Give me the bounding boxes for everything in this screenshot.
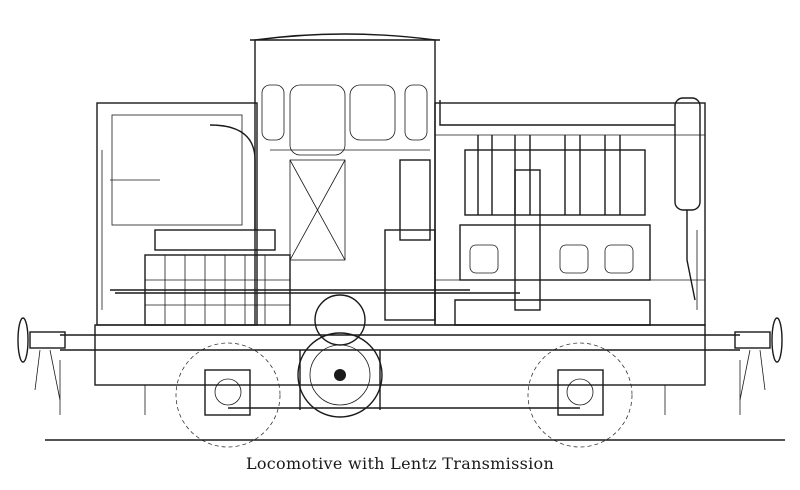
figure-caption: Locomotive with Lentz Transmission bbox=[245, 454, 555, 473]
body-outline bbox=[96, 102, 706, 326]
buffer-rear bbox=[734, 317, 783, 401]
wheel-rear bbox=[527, 342, 633, 448]
transmission bbox=[115, 292, 520, 418]
buffer-front bbox=[17, 317, 66, 401]
cab bbox=[250, 33, 440, 325]
exhaust-pipe bbox=[439, 97, 701, 301]
chassis bbox=[59, 324, 741, 415]
engine bbox=[384, 135, 651, 326]
radiator bbox=[110, 229, 470, 326]
locomotive-drawing bbox=[17, 33, 785, 448]
handrails bbox=[101, 150, 698, 310]
wheel-front bbox=[175, 342, 281, 448]
